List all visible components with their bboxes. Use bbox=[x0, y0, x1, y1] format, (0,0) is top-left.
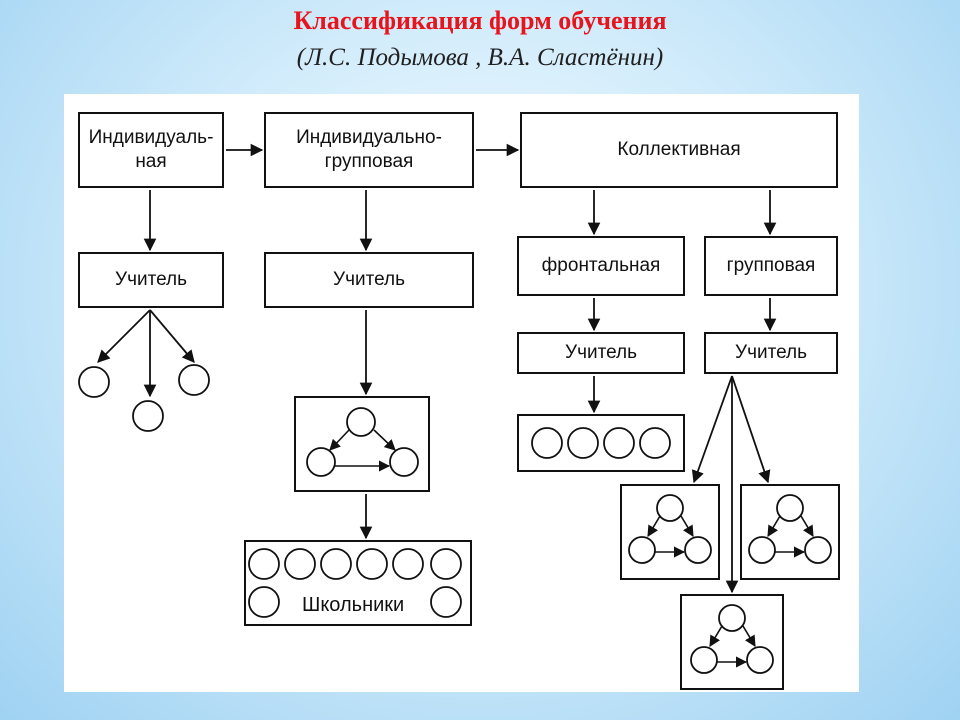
frontal-pupil-3 bbox=[603, 427, 635, 459]
g3-pupil-right bbox=[746, 646, 774, 674]
g1-pupil-left bbox=[628, 536, 656, 564]
box-teacher-group: Учитель bbox=[704, 332, 838, 374]
frontal-pupil-1 bbox=[531, 427, 563, 459]
g2-pupil-right bbox=[804, 536, 832, 564]
box-teacher-frontal: Учитель bbox=[517, 332, 685, 374]
box-individual-label: Индивидуаль- ная bbox=[88, 127, 214, 172]
frontal-pupil-4 bbox=[639, 427, 671, 459]
ind-pupil-1 bbox=[78, 366, 110, 398]
teacher-label-3: Учитель bbox=[565, 342, 637, 364]
box-individual: Индивидуаль- ная bbox=[78, 112, 224, 188]
g2-pupil-left bbox=[748, 536, 776, 564]
arrow-grp-2 bbox=[731, 375, 771, 484]
slide-title: Классификация форм обучения bbox=[293, 6, 667, 35]
cluster-group-3 bbox=[680, 594, 784, 690]
g3-pupil-top bbox=[718, 604, 746, 632]
g3-pupil-left bbox=[690, 646, 718, 674]
ind-pupil-2 bbox=[178, 364, 210, 396]
diagram-sheet: Индивидуаль- ная Индивидуально- группова… bbox=[64, 94, 859, 692]
class-pupil-2 bbox=[284, 548, 316, 580]
teacher-label-2: Учитель bbox=[333, 269, 405, 291]
group-label: групповая bbox=[726, 255, 816, 277]
teacher-label-1: Учитель bbox=[115, 269, 187, 291]
class-pupil-6 bbox=[430, 548, 462, 580]
g1-pupil-top bbox=[656, 494, 684, 522]
arrow-ind-right bbox=[149, 309, 195, 363]
box-collective: Коллективная bbox=[520, 112, 838, 188]
ig-pupil-right bbox=[389, 447, 419, 477]
arrow-grp-1 bbox=[691, 375, 733, 484]
ind-pupil-3 bbox=[132, 400, 164, 432]
frontal-pupil-2 bbox=[567, 427, 599, 459]
arrow-ind-left bbox=[97, 309, 151, 363]
frontal-label: фронтальная bbox=[541, 255, 661, 277]
g1-pupil-right bbox=[684, 536, 712, 564]
class-pupil-7 bbox=[248, 586, 280, 618]
teacher-label-4: Учитель bbox=[735, 342, 807, 364]
class-pupil-4 bbox=[356, 548, 388, 580]
class-pupil-5 bbox=[392, 548, 424, 580]
box-individual-group-label: Индивидуально- групповая bbox=[296, 127, 442, 172]
ig-pupil-top bbox=[346, 407, 376, 437]
connector-lines bbox=[78, 143, 832, 674]
slide-subtitle: (Л.С. Подымова , В.А. Сластёнин) bbox=[296, 44, 664, 71]
box-frontal: фронтальная bbox=[517, 236, 685, 296]
class-pupil-1 bbox=[248, 548, 280, 580]
box-teacher-individual: Учитель bbox=[78, 252, 224, 308]
box-individual-group: Индивидуально- групповая bbox=[264, 112, 474, 188]
class-pupil-3 bbox=[320, 548, 352, 580]
box-teacher-individual-group: Учитель bbox=[264, 252, 474, 308]
g2-pupil-top bbox=[776, 494, 804, 522]
box-collective-label: Коллективная bbox=[617, 139, 741, 161]
box-group: групповая bbox=[704, 236, 838, 296]
pupils-label: Школьники bbox=[302, 594, 405, 616]
ig-pupil-left bbox=[306, 447, 336, 477]
class-pupil-8 bbox=[430, 586, 462, 618]
cluster-group-2 bbox=[740, 484, 840, 580]
